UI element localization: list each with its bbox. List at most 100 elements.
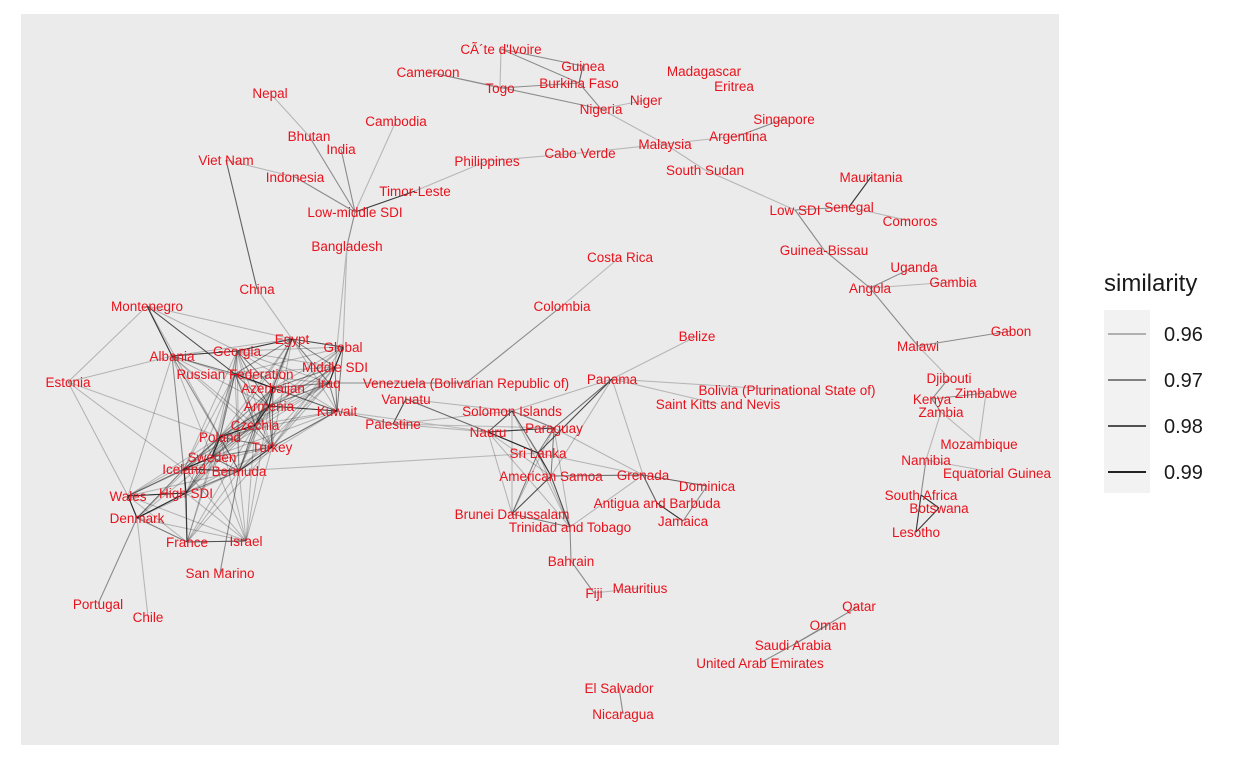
cluster-edge-177 [553,427,571,528]
node-label-montenegro: Montenegro [111,299,183,314]
cluster-edge-96 [219,436,273,448]
cluster-edge-92 [254,346,344,426]
cluster-edge-35 [272,338,293,389]
cluster-edge-14 [171,355,213,458]
edge-malawi-gabon [917,330,1012,347]
node-label-venezuela: Venezuela (Bolivarian Republic of) [363,376,569,391]
cluster-edge-39 [271,338,293,448]
node-label-global: Global [323,340,362,355]
edge-southafrica-lesotho [915,494,922,533]
cluster-edge-191 [511,513,571,528]
node-label-brunei: Brunei Darussalam [455,507,570,522]
node-label-elsalvador: El Salvador [584,681,654,696]
cluster-edge-190 [392,398,407,425]
cluster-edge-109 [183,446,273,470]
cluster-edge-13 [171,355,273,448]
cluster-edge-129 [127,468,185,497]
cluster-edge-136 [136,470,240,519]
cluster-edge-97 [211,436,221,458]
cluster-edge-0 [146,305,173,357]
node-label-malawi: Malawi [897,339,939,354]
cluster-edge-142 [127,492,187,497]
cluster-edge-150 [136,517,188,543]
cluster-edge-158 [328,382,338,412]
cluster-edge-27 [211,350,238,458]
cluster-edge-71 [254,405,270,426]
cluster-edge-181 [392,410,513,425]
cluster-edge-9 [171,355,274,389]
node-label-madagascar: Madagascar [667,64,742,79]
cluster-edge-75 [183,405,270,470]
cluster-edge-55 [234,346,344,375]
cluster-edge-93 [254,366,336,426]
edge-lowmid-indonesia [294,176,356,213]
cluster-edge-94 [254,382,330,426]
cluster-edge-45 [291,338,338,412]
node-label-kenya: Kenya [913,392,952,407]
cluster-edge-69 [272,382,330,389]
node-label-vietnam: Viet Nam [198,153,253,168]
cluster-edge-157 [334,366,338,412]
edge-panama-paraguay [553,378,613,429]
node-label-cabo: Cabo Verde [544,146,615,161]
cluster-edge-189 [550,474,644,477]
edge-nigeria-malaysia [600,108,666,145]
edge-zambia-namibia [925,411,942,461]
edge-argentina-singapore [737,118,785,137]
cluster-edge-164 [405,398,489,433]
edge-cabo-philippines [486,152,581,162]
cluster-edge-89 [127,424,256,497]
cluster-edge-169 [537,452,552,477]
cluster-edge-18 [127,355,173,497]
edge-saudi-oman [792,624,829,646]
cluster-edge-147 [127,495,188,543]
edge-antigua-jamaica [656,502,684,522]
cluster-edge-40 [211,338,293,458]
node-label-iceland: Iceland [162,462,206,477]
node-label-russia: Russian Federation [176,367,293,382]
node-label-bangladesh: Bangladesh [311,239,382,254]
node-label-argentina: Argentina [709,129,767,144]
cluster-edge-81 [268,382,330,407]
cluster-edge-148 [127,495,247,542]
plot-panel [21,14,1059,745]
edge-palestine-kuwait [336,410,394,425]
node-label-lowsdi: Low SDI [769,203,820,218]
cluster-edge-103 [186,436,221,543]
node-label-timor: Timor-Leste [379,184,451,199]
edge-estonia-poland [67,381,221,438]
cluster-edge-91 [245,424,256,542]
node-label-philippines: Philippines [454,154,520,169]
cluster-edge-130 [136,468,185,519]
node-label-uganda: Uganda [890,260,938,275]
edge-turkey-kuwait [271,410,338,448]
cluster-edge-152 [186,540,247,543]
cluster-edge-20 [236,338,293,352]
cluster-edge-7 [171,338,293,357]
node-label-southsudan: South Sudan [666,163,744,178]
cluster-edge-113 [245,446,273,542]
cluster-edge-82 [268,405,338,412]
cluster-edge-119 [211,456,240,472]
node-label-mauritania: Mauritania [839,170,903,185]
cluster-edge-161 [487,410,513,433]
edge-angola-uganda [869,266,915,289]
cluster-edge-182 [405,398,513,412]
cluster-edge-52 [183,373,236,470]
cluster-edge-59 [268,387,274,407]
cluster-edge-114 [271,346,344,448]
edge-montenegro-russia [146,305,236,375]
node-label-cambodia: Cambodia [365,114,427,129]
cluster-edge-123 [186,456,213,543]
cluster-edge-134 [185,470,240,494]
node-label-grenada: Grenada [617,468,670,483]
node-label-eritrea: Eritrea [714,79,754,94]
node-label-togo: Togo [485,81,514,96]
cluster-edge-104 [219,436,247,542]
node-label-solomon: Solomon Islands [462,404,562,419]
node-label-gambia: Gambia [929,275,977,290]
cluster-edge-32 [236,350,330,384]
node-label-srilanka: Sri Lanka [509,446,567,461]
cluster-edge-141 [238,410,338,472]
